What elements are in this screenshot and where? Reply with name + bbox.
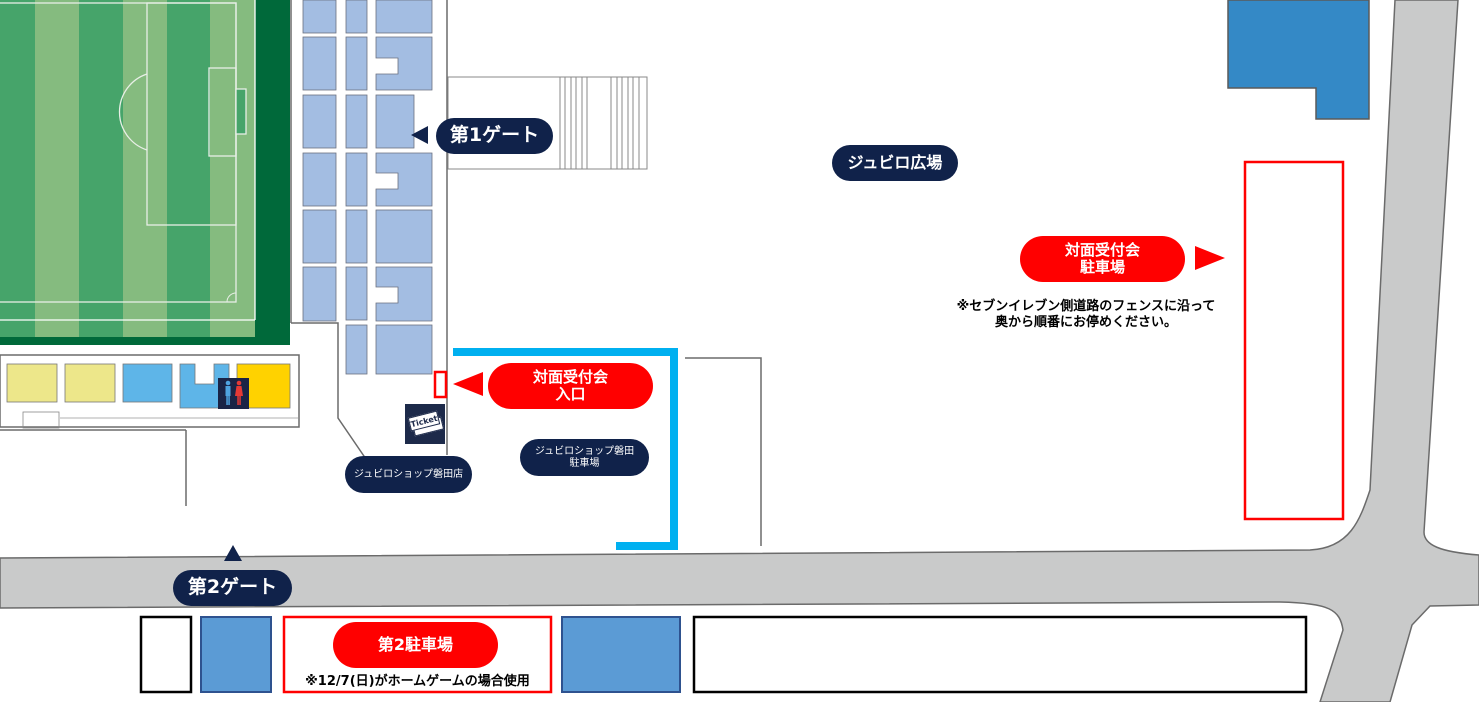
concourse-building: [0, 354, 300, 506]
bottom-parking-row: [139, 615, 1308, 694]
reception-parking-line2: 駐車場: [1079, 258, 1125, 276]
pitch: [0, 0, 290, 345]
building-blue: [1227, 0, 1370, 120]
parking2-note: ※12/7(日)がホームゲームの場合使用: [284, 674, 551, 690]
jubilo-plaza-label[interactable]: ジュビロ広場: [832, 145, 958, 181]
reception-parking-note-line1: ※セブンイレブン側道路のフェンスに沿って: [956, 299, 1216, 314]
triangle-right-icon: [1195, 246, 1225, 270]
gate1-text: 第1ゲート: [449, 124, 540, 147]
reception-entrance-line2: 入口: [555, 385, 586, 403]
ticket-icon: Ticket: [405, 404, 445, 444]
reception-entrance-line1: 対面受付会: [532, 367, 608, 386]
route-bracket: [453, 348, 678, 550]
seat-blocks: [302, 0, 433, 375]
shop-store-label[interactable]: ジュビロショップ磐田店: [345, 456, 472, 493]
gate1-label[interactable]: 第1ゲート: [436, 118, 553, 154]
restroom-icon: [218, 378, 249, 409]
reception-parking-note: ※セブンイレブン側道路のフェンスに沿って 奥から順番にお停めください。: [944, 299, 1228, 332]
triangle-left-icon: [453, 372, 483, 396]
reception-parking-note-line2: 奥から順番にお停めください。: [994, 315, 1177, 331]
parking2-label[interactable]: 第2駐車場: [333, 622, 498, 668]
reception-entrance-label[interactable]: 対面受付会 入口: [488, 363, 653, 409]
triangle-up-icon: [224, 545, 242, 561]
parking2-text: 第2駐車場: [377, 634, 454, 654]
triangle-left-icon: [411, 126, 428, 144]
wall-outline: [685, 357, 762, 546]
shop-parking-line1: ジュビロショップ磐田: [534, 446, 635, 457]
gate2-text: 第2ゲート: [187, 576, 278, 599]
jubilo-plaza-text: ジュビロ広場: [847, 152, 943, 172]
gate2-label[interactable]: 第2ゲート: [173, 570, 292, 606]
shop-store-text: ジュビロショップ磐田店: [353, 468, 464, 480]
parking2-note-text: ※12/7(日)がホームゲームの場合使用: [305, 674, 530, 689]
reception-parking-zone[interactable]: [1243, 160, 1345, 521]
reception-parking-label[interactable]: 対面受付会 駐車場: [1020, 236, 1185, 282]
reception-entrance-marker[interactable]: [433, 370, 448, 399]
shop-parking-label[interactable]: ジュビロショップ磐田 駐車場: [520, 439, 649, 476]
shop-parking-line2: 駐車場: [569, 457, 600, 469]
reception-parking-line1: 対面受付会: [1064, 240, 1140, 259]
